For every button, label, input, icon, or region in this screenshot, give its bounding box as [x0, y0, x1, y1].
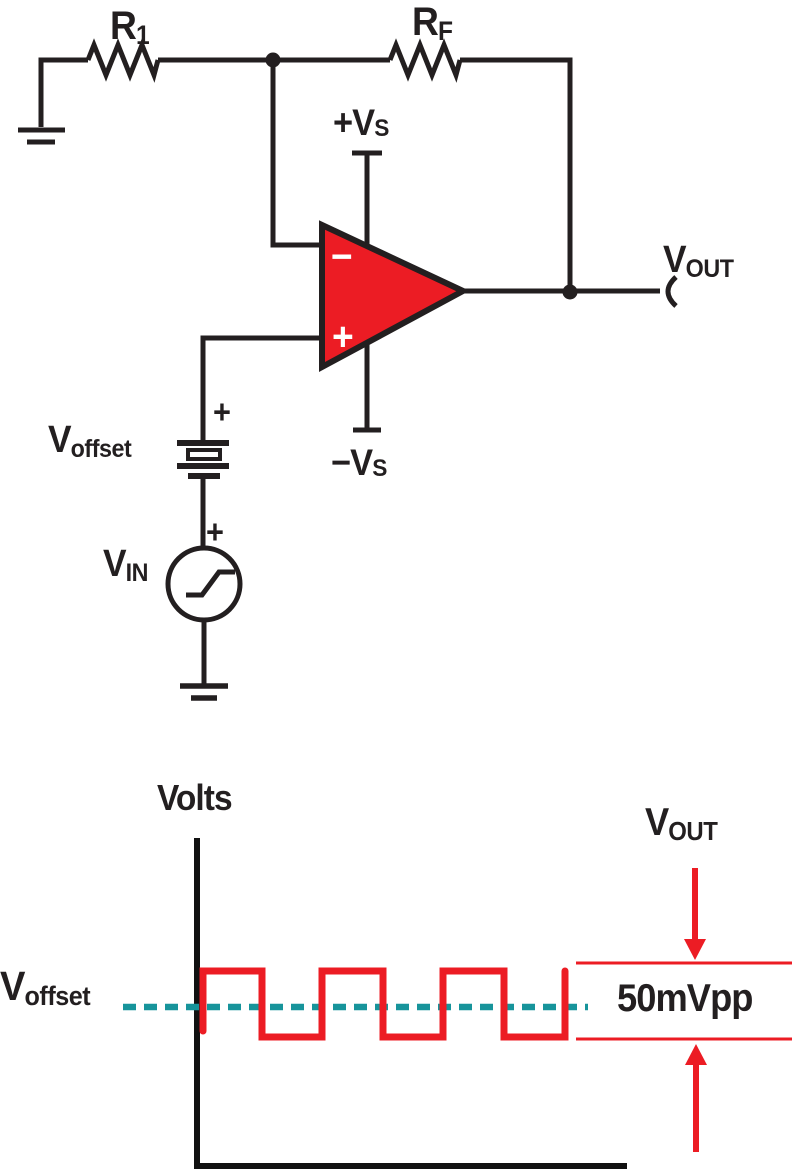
output-node-dot: [562, 284, 578, 300]
rf-to-output-wire: [460, 57, 573, 292]
output-terminal-arc: [665, 275, 678, 308]
r1-resistor: [85, 38, 161, 83]
graph-axes: [194, 838, 627, 1169]
circuit-wires: [38, 57, 660, 441]
vin-source: [165, 545, 243, 684]
pp-reference-lines: [576, 961, 792, 1041]
down-arrowhead-icon: [684, 939, 706, 960]
source-polarity-plus: +: [206, 513, 224, 550]
rf-resistor: [387, 38, 463, 83]
pp-up-arrow: [685, 1044, 707, 1152]
input-node-dot: [265, 52, 281, 68]
ground-symbol-bottom: [180, 683, 228, 701]
graph-axis-label: Volts: [157, 777, 233, 818]
opamp-noninverting-mark: +: [332, 315, 354, 359]
positive-supply-rail: [352, 150, 382, 250]
opamp-inverting-mark: −: [331, 235, 353, 279]
r1-label: R1: [110, 4, 150, 51]
offset-battery: [177, 440, 229, 548]
ground-symbol-left: [18, 127, 65, 145]
inverting-input-wire: [270, 60, 322, 248]
positive-supply-label: +VS: [333, 102, 389, 143]
output-label-circuit: VOUT: [663, 239, 734, 284]
source-circle: [165, 545, 243, 623]
input-source-label: VIN: [103, 543, 149, 588]
offset-axis-label: Voffset: [0, 963, 91, 1012]
noninverting-input-wire: [200, 335, 322, 441]
opamp-triangle: [319, 220, 470, 373]
vout-down-arrow: [684, 868, 706, 960]
offset-source-label: Voffset: [48, 419, 132, 464]
battery-polarity-plus: +: [213, 393, 231, 430]
peak-to-peak-label: 50mVpp: [617, 977, 753, 1020]
up-arrowhead-icon: [685, 1044, 707, 1065]
battery-hollow-plate: [186, 448, 222, 461]
negative-supply-rail: [353, 340, 381, 433]
trace-label-vout: VOUT: [645, 801, 718, 847]
negative-supply-label: −VS: [331, 442, 387, 483]
rf-label: RF: [412, 0, 453, 47]
step-waveform-icon: [186, 569, 235, 598]
output-square-wave: [199, 967, 569, 1041]
ground-to-r1-wire: [38, 57, 88, 127]
